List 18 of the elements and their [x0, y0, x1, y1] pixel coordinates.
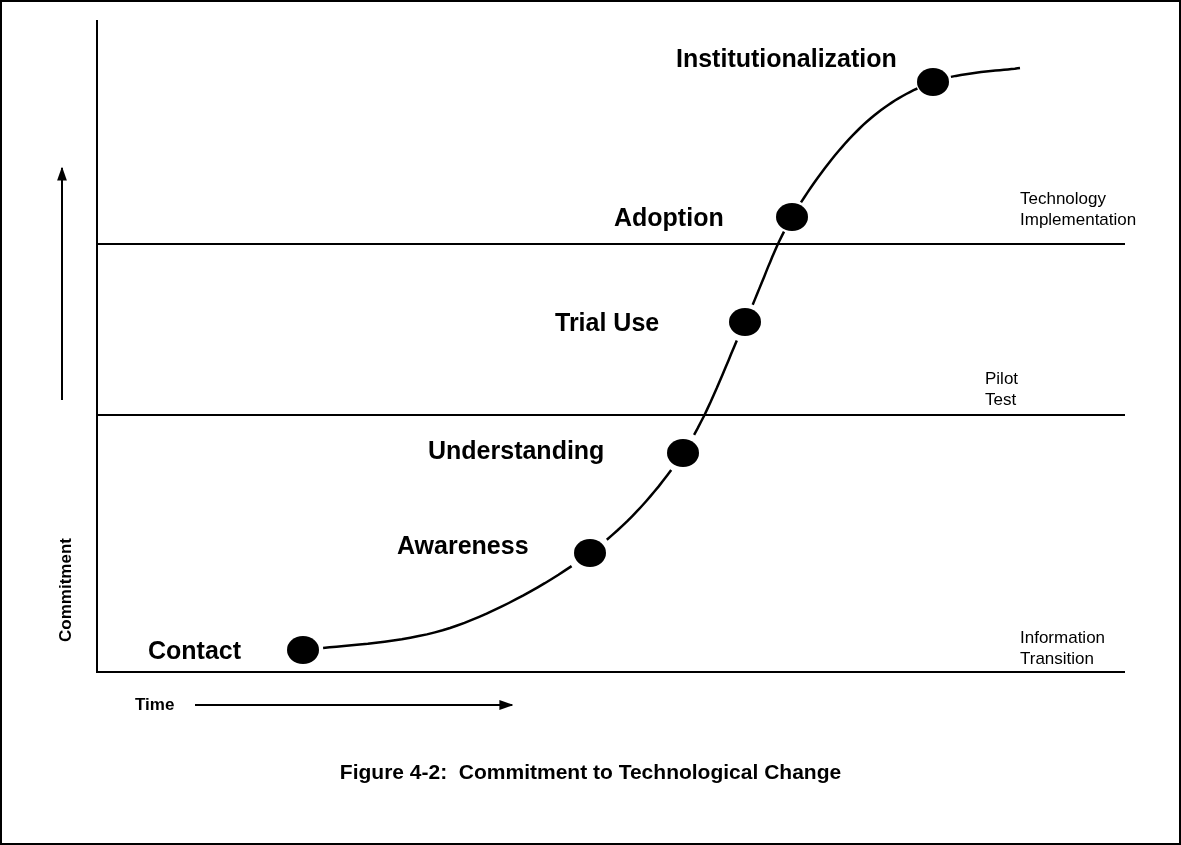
s-curve-line	[693, 340, 738, 436]
band-label: Technology Implementation	[1020, 188, 1138, 230]
band-label: Pilot Test	[985, 368, 1020, 410]
stage-label: Awareness	[397, 531, 529, 560]
stage-label: Trial Use	[555, 308, 660, 337]
axis-title: Commitment	[54, 538, 76, 642]
s-curve-line	[799, 87, 918, 204]
s-curve-line	[323, 565, 573, 650]
band-label: Information Transition	[1020, 627, 1107, 669]
stage-label: Adoption	[614, 203, 724, 232]
s-curve-line	[751, 231, 786, 306]
s-curve-line	[606, 469, 673, 541]
stage-label: Institutionalization	[676, 44, 897, 73]
axis-title: Time	[135, 694, 175, 715]
stage-label: Understanding	[428, 436, 605, 465]
figure-caption: Figure 4-2: Commitment to Technological Change	[338, 760, 843, 784]
s-curve-line	[950, 66, 1021, 79]
stage-label: Contact	[148, 636, 242, 665]
